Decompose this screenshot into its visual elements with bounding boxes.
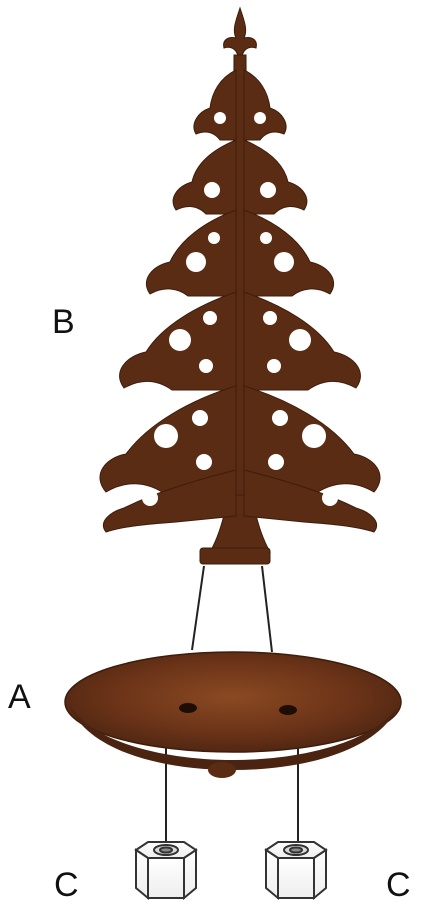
hex-nut-icon [136, 842, 196, 898]
hex-nut-icon [266, 842, 326, 898]
label-c-right: C [386, 868, 411, 902]
disc-icon [65, 652, 401, 778]
label-a: A [8, 680, 31, 714]
tree-icon [100, 8, 380, 564]
label-c-left: C [54, 868, 79, 902]
label-b: B [52, 305, 75, 339]
